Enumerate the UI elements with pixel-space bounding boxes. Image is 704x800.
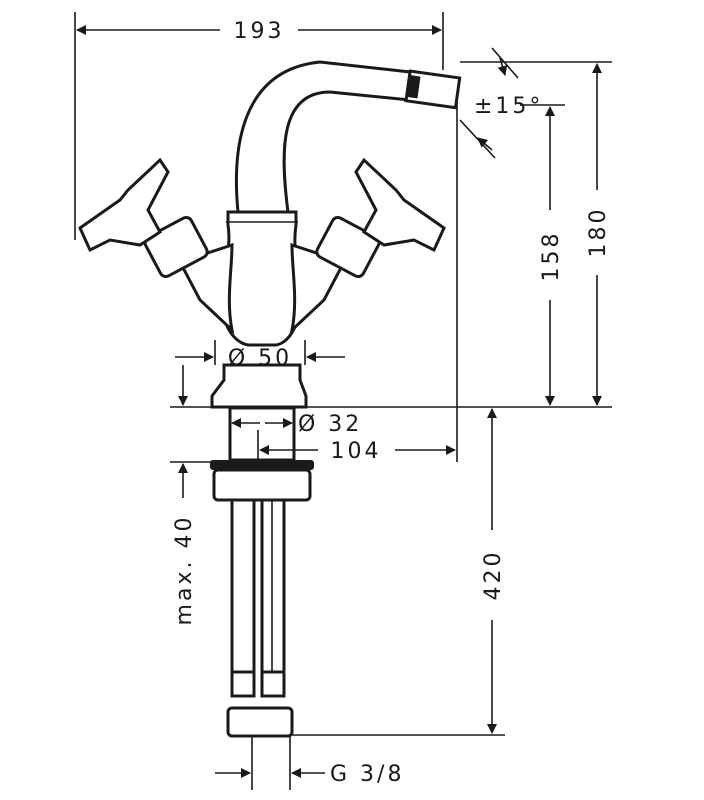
dim-420: 420	[481, 550, 506, 601]
hose-right	[260, 498, 286, 692]
dim-g-3-8: G 3/8	[330, 762, 404, 787]
dim-angle: ±15°	[474, 94, 543, 119]
dim-max-40: max. 40	[172, 515, 197, 626]
left-handle	[78, 157, 170, 253]
right-valve	[289, 242, 347, 335]
body	[220, 210, 302, 347]
connection-nut	[226, 706, 294, 738]
shank	[228, 406, 296, 462]
base	[210, 363, 308, 409]
dim-104: 104	[331, 439, 382, 464]
dim-158: 158	[539, 231, 564, 282]
faucet-outline	[78, 60, 462, 738]
right-handle	[354, 157, 446, 253]
dim-diameter-32: Ø 32	[298, 412, 362, 437]
left-valve	[177, 242, 235, 335]
dim-diameter-50: Ø 50	[228, 346, 292, 371]
nut	[212, 468, 312, 502]
dimensions: 193 180 158 ±15° Ø 50 Ø 32 104	[74, 12, 612, 790]
dim-193: 193	[234, 19, 285, 44]
dim-180: 180	[586, 207, 611, 258]
hose-left	[230, 498, 256, 692]
